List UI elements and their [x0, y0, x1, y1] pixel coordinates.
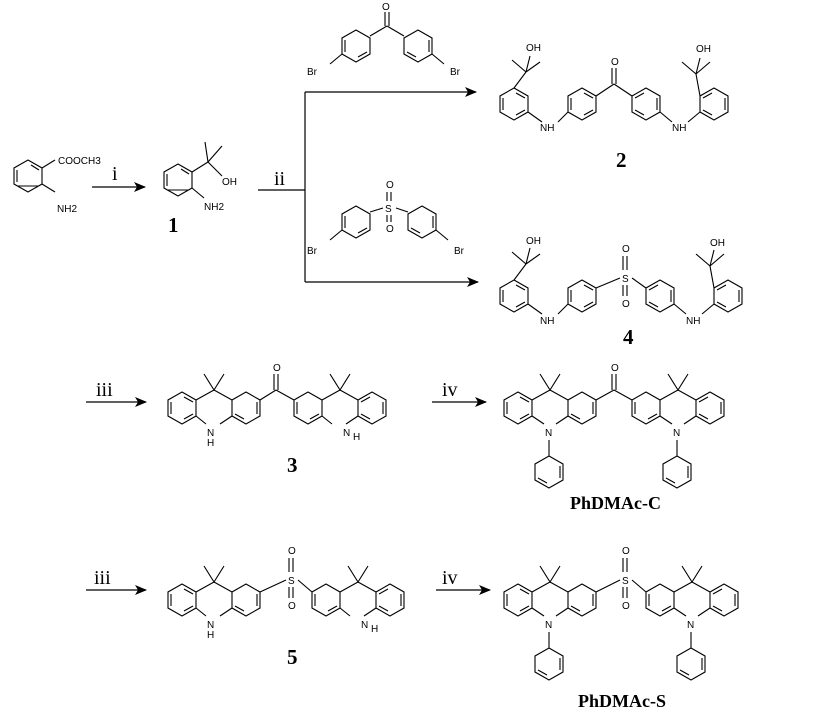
- reagent-iii-label-top: iii: [96, 379, 113, 401]
- nh-label-2a: NH: [540, 123, 554, 134]
- n-label-5b: N: [361, 620, 368, 631]
- s-label-5: S: [288, 576, 295, 587]
- n-label-5a: N: [207, 620, 214, 631]
- o-label-5-top: O: [288, 546, 296, 557]
- compound-1-structure: OH NH2: [163, 141, 237, 213]
- phdmac-s-label: PhDMAc-S: [578, 691, 666, 711]
- reagent-iv-label-top: iv: [442, 379, 458, 401]
- o-label-3: O: [273, 363, 281, 374]
- reagent-i-label: i: [112, 163, 118, 185]
- compound-3-label: 3: [287, 453, 298, 477]
- n-label-s2: N: [687, 620, 694, 631]
- nh-label-4b: NH: [686, 316, 700, 327]
- step-iv-arrow-bottom: iv: [436, 567, 491, 595]
- br-label-a1: Br: [307, 67, 318, 78]
- o-label-5-bottom: O: [288, 601, 296, 612]
- oh-label-4a: OH: [526, 236, 541, 247]
- phdmac-c-label: PhDMAc-C: [570, 493, 661, 513]
- compound-2-label: 2: [616, 148, 627, 172]
- reagent-iii-label-bottom: iii: [94, 567, 111, 589]
- step-iii-arrow-top: iii: [86, 379, 147, 407]
- dibromodiphenylsulfone-structure: O S O Br Br: [307, 180, 465, 257]
- step-i-arrow: i: [92, 163, 146, 192]
- phdmac-s-structure: N S O O N: [503, 546, 739, 681]
- compound-3-structure: N H O N H: [167, 363, 387, 449]
- o-label-sulfone-bottom: O: [386, 224, 394, 235]
- compound-1-label: 1: [168, 213, 179, 237]
- n-label-3a: N: [207, 428, 214, 439]
- compound-4-structure: OH NH S O O NH OH: [499, 236, 743, 327]
- nh2-label: NH2: [57, 204, 77, 215]
- compound-5-structure: N H S O O N H: [167, 546, 405, 641]
- o-label-sulfone-top: O: [386, 180, 394, 191]
- o-label-4-top: O: [622, 244, 630, 255]
- reagent-ii-label: ii: [274, 168, 286, 190]
- dibromobenzophenone-structure: O Br Br: [307, 2, 461, 78]
- reagent-iv-label-bottom: iv: [442, 567, 458, 589]
- h-label-3a: H: [207, 438, 214, 449]
- n-label-3b: N: [343, 428, 350, 439]
- s-label-reagent: S: [385, 204, 392, 215]
- nh2-label-1: NH2: [204, 202, 224, 213]
- compound-4-label: 4: [623, 325, 634, 349]
- n-label-s1: N: [545, 620, 552, 631]
- oh-label-4b: OH: [710, 238, 725, 249]
- nh-label-2b: NH: [672, 123, 686, 134]
- br-label-b1: Br: [307, 246, 318, 257]
- step-iii-arrow-bottom: iii: [86, 567, 147, 595]
- step-iv-arrow-top: iv: [432, 379, 487, 407]
- o-label-c: O: [611, 363, 619, 374]
- compound-5-label: 5: [287, 645, 298, 669]
- o-label-4-bottom: O: [622, 299, 630, 310]
- phdmac-c-structure: N O N: [503, 363, 725, 489]
- o-label-s-bottom: O: [622, 601, 630, 612]
- oh-label-1: OH: [222, 177, 237, 188]
- n-label-c2: N: [673, 428, 680, 439]
- o-label-s-top: O: [622, 546, 630, 557]
- nh-label-4a: NH: [540, 316, 554, 327]
- methyl-anthranilate-structure: COOCH3 NH2: [13, 156, 101, 215]
- o-label-reagent-a: O: [382, 2, 390, 13]
- step-ii-arrows: ii: [258, 87, 479, 287]
- cooch3-label: COOCH3: [58, 156, 101, 167]
- n-label-c1: N: [545, 428, 552, 439]
- s-label-4: S: [622, 274, 629, 285]
- br-label-a2: Br: [450, 67, 461, 78]
- oh-label-2a: OH: [526, 43, 541, 54]
- br-label-b2: Br: [454, 246, 465, 257]
- s-label-s: S: [622, 576, 629, 587]
- h-label-5b: H: [371, 624, 378, 635]
- h-label-3b: H: [353, 432, 360, 443]
- h-label-5a: H: [207, 630, 214, 641]
- compound-2-structure: OH NH O NH OH: [499, 43, 729, 134]
- oh-label-2b: OH: [696, 44, 711, 55]
- o-label-2: O: [611, 57, 619, 68]
